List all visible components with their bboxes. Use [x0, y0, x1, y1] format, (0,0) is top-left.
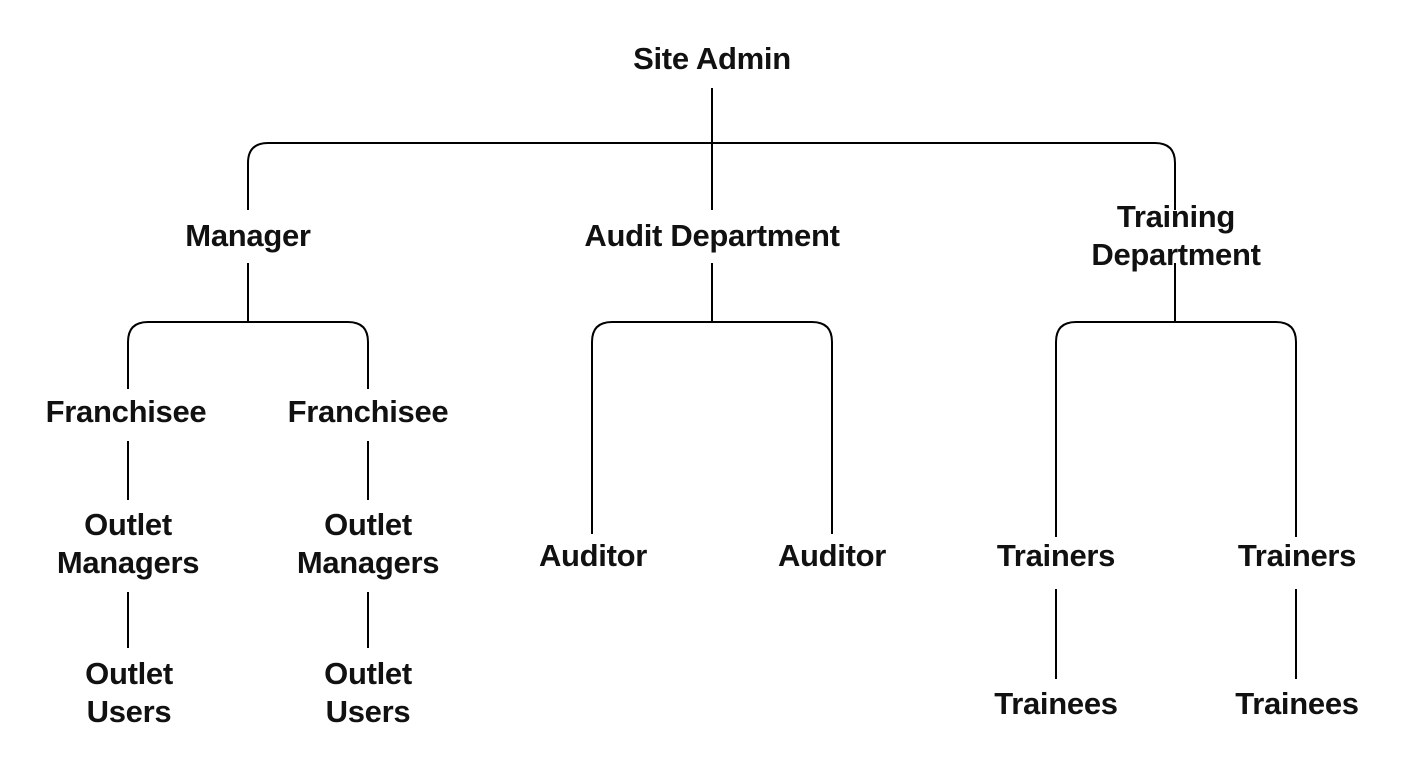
node-training-department: Training Department	[1091, 199, 1261, 272]
node-trainees-1: Trainees	[994, 686, 1118, 721]
node-outlet-users-2: Outlet Users	[324, 656, 412, 729]
node-outlet-managers-2: Outlet Managers	[296, 507, 440, 580]
node-auditor-1: Auditor	[538, 538, 648, 573]
node-franchisee-2: Franchisee	[287, 394, 449, 429]
connector-level1-bracket	[247, 142, 1176, 210]
connector-training-bracket	[1055, 321, 1297, 537]
connector-audit-bracket	[591, 321, 833, 534]
node-outlet-managers-1: Outlet Managers	[56, 507, 200, 580]
node-auditor-2: Auditor	[777, 538, 887, 573]
node-trainers-1: Trainers	[996, 538, 1116, 573]
connector-manager-bracket	[127, 321, 369, 389]
node-audit-department: Audit Department	[584, 218, 840, 253]
node-trainers-2: Trainers	[1237, 538, 1357, 573]
node-outlet-users-1: Outlet Users	[85, 656, 173, 729]
node-site-admin: Site Admin	[633, 41, 791, 76]
node-franchisee-1: Franchisee	[45, 394, 207, 429]
node-trainees-2: Trainees	[1235, 686, 1359, 721]
node-manager: Manager	[185, 218, 311, 253]
